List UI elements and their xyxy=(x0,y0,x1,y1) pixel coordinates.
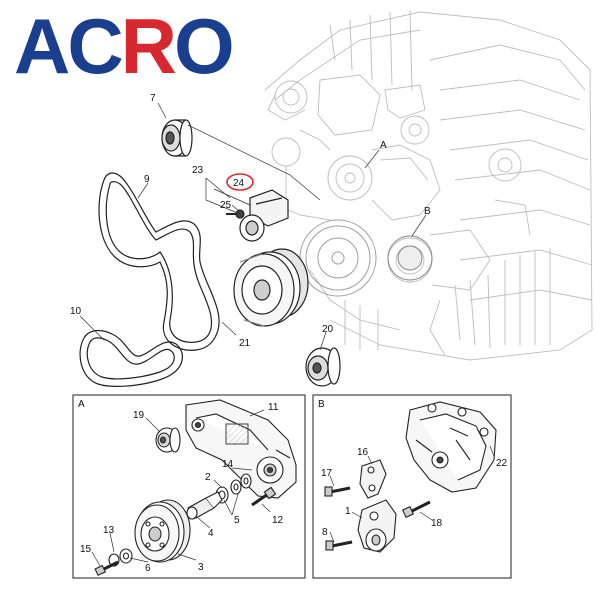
logo-text-r: R xyxy=(120,2,177,90)
callout-23: 23 xyxy=(192,165,204,176)
bolt-18 xyxy=(401,500,431,519)
callout-3: 3 xyxy=(198,562,204,573)
callout-16: 16 xyxy=(357,447,369,458)
tensioner-1 xyxy=(357,499,397,553)
callout-4: 4 xyxy=(208,528,214,539)
belt-tensioner-24 xyxy=(226,189,289,242)
bolt-15 xyxy=(94,560,119,577)
shaft-4 xyxy=(186,491,223,520)
callout-7: 7 xyxy=(150,93,156,104)
callout-21: 21 xyxy=(239,338,251,349)
pulley-3 xyxy=(134,499,191,563)
logo-text-ac: AC xyxy=(14,2,124,90)
washer-6 xyxy=(119,548,133,564)
callout-15: 15 xyxy=(80,544,92,555)
main-callouts: 7 9 10 21 20 23 25 A B 24 xyxy=(70,93,431,349)
panel-a-letter: A xyxy=(78,399,85,410)
compressor-pulley xyxy=(387,235,433,281)
drive-belt-9 xyxy=(98,172,220,351)
callout-22: 22 xyxy=(496,458,508,469)
highlight-circle-24 xyxy=(226,173,254,191)
crankshaft-damper-pulley xyxy=(233,248,309,327)
callout-11: 11 xyxy=(268,402,279,413)
main-leader-lines xyxy=(79,102,427,351)
detail-panel-a: A xyxy=(72,394,306,579)
engine-block-drawing xyxy=(264,9,593,361)
panel-b-letter: B xyxy=(318,399,325,410)
callout-8: 8 xyxy=(322,527,328,538)
panel-a-leader-lines xyxy=(91,409,271,567)
bolt-17 xyxy=(324,486,351,497)
callout-1: 1 xyxy=(345,506,351,517)
callout-9: 9 xyxy=(144,174,150,185)
bolt-8 xyxy=(325,540,353,551)
logo-text-o: O xyxy=(174,2,235,90)
callout-24: 24 xyxy=(233,178,245,189)
callout-20: 20 xyxy=(322,324,334,335)
idler-pulley-20 xyxy=(305,347,341,387)
bolt-12 xyxy=(251,486,277,507)
bracket-16 xyxy=(359,459,387,499)
callout-13: 13 xyxy=(103,525,115,536)
callout-17: 17 xyxy=(321,468,333,479)
callout-6: 6 xyxy=(145,563,151,574)
idler-pulley-7 xyxy=(161,119,193,157)
bracket-22 xyxy=(405,401,497,493)
callout-5: 5 xyxy=(234,515,240,526)
detail-panel-b: B xyxy=(312,394,512,579)
callout-a-marker: A xyxy=(380,140,387,151)
drive-belt-10 xyxy=(79,329,183,387)
callout-b-marker: B xyxy=(424,206,431,217)
callout-2: 2 xyxy=(205,472,211,483)
engine-large-pulley xyxy=(299,219,377,297)
callout-12: 12 xyxy=(272,515,284,526)
pulley-19 xyxy=(155,427,181,453)
bracket-11 xyxy=(185,399,297,499)
callout-25: 25 xyxy=(220,200,232,211)
callout-19: 19 xyxy=(133,410,145,421)
callout-10: 10 xyxy=(70,306,82,317)
callout-18: 18 xyxy=(431,518,443,529)
panel-b-leader-lines xyxy=(329,445,495,543)
callout-14: 14 xyxy=(222,459,234,470)
